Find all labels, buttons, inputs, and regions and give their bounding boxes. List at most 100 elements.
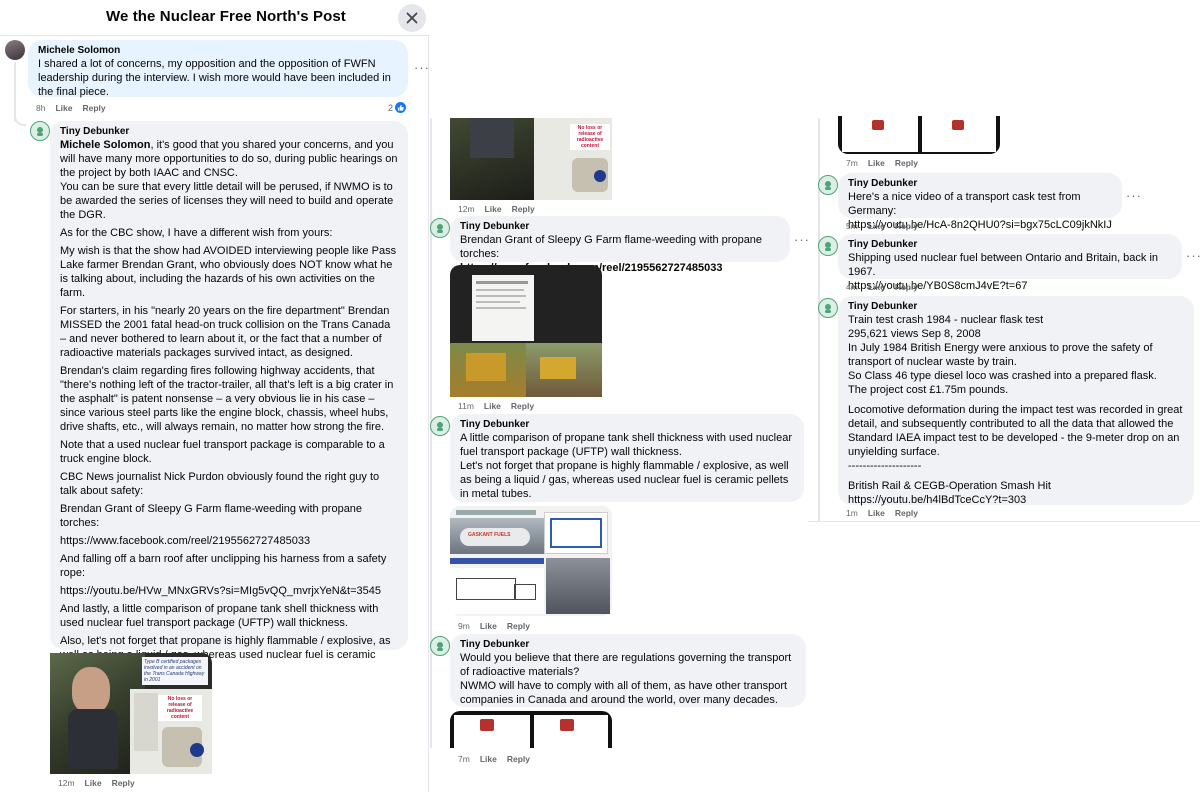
tiny-debunker-icon bbox=[437, 422, 443, 431]
like-button[interactable]: Like bbox=[483, 401, 501, 411]
comment-author[interactable]: Tiny Debunker bbox=[848, 178, 918, 189]
more-options-icon[interactable]: ··· bbox=[1126, 188, 1142, 203]
link[interactable]: https://www.facebook.com/reel/2195562727… bbox=[60, 535, 311, 547]
like-button[interactable]: Like bbox=[867, 221, 885, 231]
close-button[interactable] bbox=[398, 4, 426, 32]
reply-button[interactable]: Reply bbox=[506, 621, 530, 631]
avatar[interactable] bbox=[818, 175, 838, 195]
tiny-debunker-icon bbox=[825, 181, 831, 190]
comment-bubble: Tiny Debunker Michele Solomon, it's good… bbox=[50, 121, 408, 675]
avatar[interactable] bbox=[5, 40, 25, 60]
link[interactable]: https://youtu.be/HVw_MNxGRVs?si=MIg5vQQ_… bbox=[60, 585, 381, 597]
post-header: We the Nuclear Free North's Post bbox=[0, 0, 430, 36]
more-options-icon[interactable]: ··· bbox=[794, 232, 810, 247]
like-reaction-icon bbox=[395, 102, 407, 113]
column-divider bbox=[428, 36, 429, 792]
tiny-debunker-icon bbox=[437, 642, 443, 651]
image-caption: No loss or release of radioactive conten… bbox=[158, 695, 202, 721]
comment-meta: 7m Like Reply bbox=[846, 158, 918, 168]
like-button[interactable]: Like bbox=[867, 282, 885, 292]
image-caption: GASKANT FUELS bbox=[468, 532, 511, 538]
comment-image[interactable]: Type B certified packages involved in an… bbox=[50, 653, 212, 774]
tiny-debunker-icon bbox=[825, 304, 831, 313]
reply-button[interactable]: Reply bbox=[82, 103, 106, 113]
image-caption: No loss or release of radioactive conten… bbox=[570, 124, 610, 150]
link[interactable]: https://youtu.be/HcA-8n2QHU0?si=bgx75cLC… bbox=[848, 219, 1112, 231]
tiny-debunker-icon bbox=[437, 224, 443, 233]
reply-button[interactable]: Reply bbox=[894, 282, 918, 292]
reply-button[interactable]: Reply bbox=[111, 778, 135, 788]
comment-author[interactable]: Tiny Debunker bbox=[460, 221, 530, 232]
comment-text: Shipping used nuclear fuel between Ontar… bbox=[848, 251, 1172, 293]
comment-author[interactable]: Tiny Debunker bbox=[848, 239, 918, 250]
comment-meta: 8h Like Reply bbox=[36, 103, 106, 113]
tiny-debunker-icon bbox=[825, 242, 831, 251]
comment-text: Here's a nice video of a transport cask … bbox=[848, 191, 1112, 231]
column-1: We the Nuclear Free North's Post Michele… bbox=[0, 0, 430, 792]
avatar[interactable] bbox=[30, 121, 50, 141]
avatar[interactable] bbox=[430, 636, 450, 656]
avatar[interactable] bbox=[818, 298, 838, 318]
comment-author[interactable]: Tiny Debunker bbox=[460, 419, 530, 430]
link[interactable]: https://youtu.be/h4lBdTceCcY?t=303 bbox=[848, 494, 1027, 506]
comment-bubble: Tiny Debunker Here's a nice video of a t… bbox=[838, 173, 1122, 231]
comment-meta: 5m Like Reply bbox=[846, 221, 918, 231]
comment-text: A little comparison of propane tank shel… bbox=[460, 432, 793, 500]
avatar[interactable] bbox=[430, 416, 450, 436]
comment-meta: 7m Like Reply bbox=[458, 754, 530, 764]
mention-link[interactable]: Michele Solomon bbox=[60, 139, 151, 151]
column-2: No loss or release of radioactive conten… bbox=[420, 0, 812, 792]
comment-text: Would you believe that there are regulat… bbox=[460, 652, 792, 706]
column-3: 7m Like Reply Tiny Debunker Here's a nic… bbox=[808, 0, 1202, 530]
tiny-debunker-icon bbox=[37, 127, 43, 136]
avatar[interactable] bbox=[818, 236, 838, 256]
comment-text: Train test crash 1984 - nuclear flask te… bbox=[848, 314, 1183, 506]
like-button[interactable]: Like bbox=[479, 754, 497, 764]
comment-text: Michele Solomon, it's good that you shar… bbox=[60, 139, 398, 675]
reply-button[interactable]: Reply bbox=[511, 204, 535, 214]
comment-image[interactable] bbox=[838, 116, 1000, 154]
image-caption: Type B certified packages involved in an… bbox=[142, 657, 208, 685]
comment-bubble: Michele Solomon I shared a lot of concer… bbox=[28, 40, 408, 98]
reply-button[interactable]: Reply bbox=[894, 158, 918, 168]
column-divider bbox=[808, 521, 1200, 522]
like-button[interactable]: Like bbox=[867, 508, 885, 518]
comment-meta: 1m Like Reply bbox=[846, 508, 918, 518]
more-options-icon[interactable]: ··· bbox=[414, 60, 430, 75]
comment-image[interactable]: No loss or release of radioactive conten… bbox=[450, 118, 612, 200]
like-button[interactable]: Like bbox=[867, 158, 885, 168]
thread-line bbox=[430, 118, 432, 748]
like-button[interactable]: Like bbox=[479, 621, 497, 631]
thread-line bbox=[818, 118, 820, 522]
post-title: We the Nuclear Free North's Post bbox=[106, 8, 346, 25]
reply-button[interactable]: Reply bbox=[506, 754, 530, 764]
comment-meta: 4m Like Reply bbox=[846, 282, 918, 292]
reply-button[interactable]: Reply bbox=[894, 221, 918, 231]
comment-author[interactable]: Tiny Debunker bbox=[848, 301, 918, 312]
comment-image[interactable] bbox=[450, 265, 602, 397]
comment-bubble: Tiny Debunker Would you believe that the… bbox=[450, 634, 806, 707]
comment-meta: 9m Like Reply bbox=[458, 621, 530, 631]
comment-image[interactable]: GASKANT FUELS bbox=[450, 506, 612, 616]
link[interactable]: https://youtu.be/YB0S8cmJ4vE?t=67 bbox=[848, 280, 1028, 292]
like-button[interactable]: Like bbox=[84, 778, 102, 788]
comment-author[interactable]: Michele Solomon bbox=[38, 45, 121, 56]
comment-author[interactable]: Tiny Debunker bbox=[460, 639, 530, 650]
comment-bubble: Tiny Debunker Shipping used nuclear fuel… bbox=[838, 234, 1182, 292]
more-options-icon[interactable]: ··· bbox=[1186, 248, 1202, 263]
avatar[interactable] bbox=[430, 218, 450, 238]
reaction-count[interactable]: 2 bbox=[388, 102, 407, 113]
comment-meta: 12m Like Reply bbox=[58, 778, 135, 788]
reply-button[interactable]: Reply bbox=[894, 508, 918, 518]
comment-bubble: Tiny Debunker A little comparison of pro… bbox=[450, 414, 804, 502]
comment-meta: 12m Like Reply bbox=[458, 204, 535, 214]
close-icon bbox=[406, 12, 418, 24]
like-button[interactable]: Like bbox=[55, 103, 73, 113]
comment-text: I shared a lot of concerns, my oppositio… bbox=[38, 58, 391, 98]
comment-author[interactable]: Tiny Debunker bbox=[60, 126, 130, 137]
comment-bubble: Tiny Debunker Train test crash 1984 - nu… bbox=[838, 296, 1194, 506]
reply-button[interactable]: Reply bbox=[510, 401, 535, 411]
like-button[interactable]: Like bbox=[484, 204, 502, 214]
comment-image[interactable] bbox=[450, 711, 612, 748]
comment-bubble: Tiny Debunker Brendan Grant of Sleepy G … bbox=[450, 216, 790, 274]
